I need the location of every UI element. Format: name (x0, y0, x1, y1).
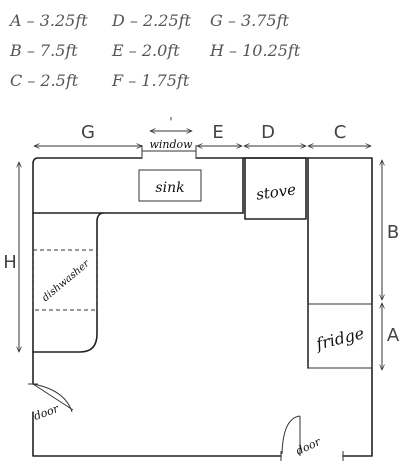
legend-g: G – 3.75ft (210, 11, 290, 30)
legend-c: C – 2.5ft (10, 71, 79, 90)
dim-label-b: B (387, 222, 399, 243)
dim-label-c: C (334, 122, 347, 143)
sink-box (138, 169, 202, 202)
legend-e: E – 2.0ft (111, 41, 180, 60)
door-bottom: door (281, 415, 323, 458)
wall-bottom-left (32, 411, 282, 457)
window-dim-mark: ' (169, 115, 172, 129)
dim-label-e: E (212, 122, 223, 143)
dishwasher-label: dishwasher (40, 258, 92, 304)
sink-label: sink (155, 180, 184, 196)
right-dimensions: B A (382, 160, 400, 370)
door-left: door (32, 383, 74, 423)
dim-label-a: A (387, 325, 400, 346)
fridge-box (307, 303, 373, 369)
stove-label: stove (255, 180, 297, 203)
legend-b: B – 7.5ft (9, 41, 78, 60)
legend-d: D – 2.25ft (111, 11, 192, 30)
stove: stove (244, 157, 307, 220)
door-left-leaf (32, 383, 74, 411)
dimension-legend: A – 3.25ft D – 2.25ft G – 3.75ft B – 7.5… (8, 11, 301, 90)
dim-label-d: D (261, 122, 275, 143)
door-bottom-swing (281, 415, 301, 455)
dim-label-g: G (81, 122, 95, 143)
top-dimensions: G ' window E D C (34, 115, 371, 157)
fridge-label: fridge (313, 323, 366, 353)
dishwasher-box (32, 249, 98, 311)
door-left-label: door (32, 402, 61, 423)
dim-label-h: H (3, 252, 17, 273)
sink: sink (138, 169, 202, 202)
right-counter: fridge (307, 157, 373, 369)
window-label: window (149, 138, 193, 151)
left-dimensions: H (3, 162, 19, 352)
dishwasher: dishwasher (32, 249, 98, 311)
stove-box (244, 157, 307, 220)
wall-top-left (32, 157, 143, 385)
wall-top-right (195, 157, 373, 457)
legend-h: H – 10.25ft (209, 41, 301, 60)
door-bottom-label: door (294, 435, 323, 458)
legend-a: A – 3.25ft (8, 11, 88, 30)
door-left-swing (32, 383, 73, 413)
legend-f: F – 1.75ft (111, 71, 190, 90)
